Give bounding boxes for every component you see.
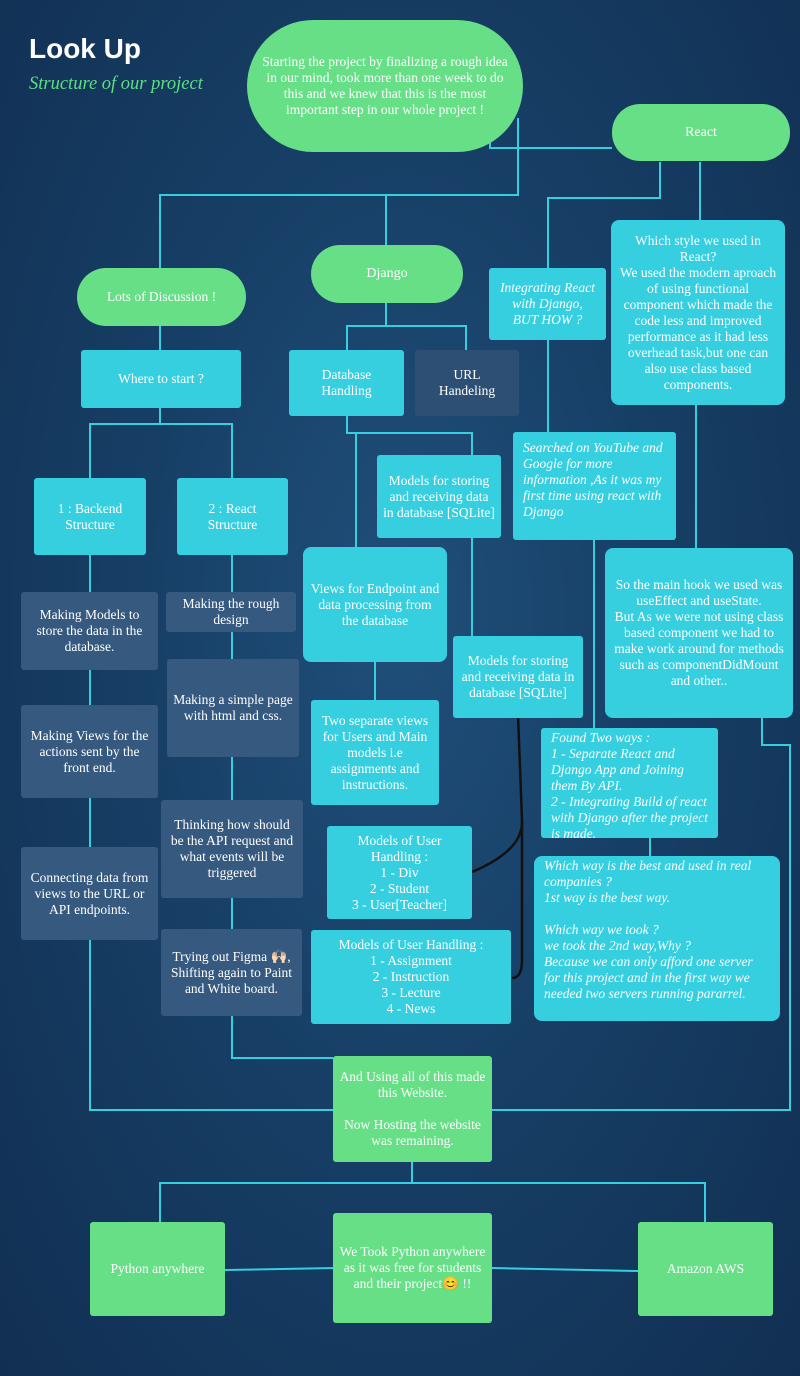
python-anywhere-node: Python anywhere bbox=[90, 1222, 225, 1316]
two-ways-node: Found Two ways : 1 - Separate React and … bbox=[541, 728, 718, 838]
using-all-node: And Using all of this made this Website.… bbox=[333, 1056, 492, 1162]
backend-structure-node: 1 : Backend Structure bbox=[34, 478, 146, 555]
making-views-node: Making Views for the actions sent by the… bbox=[21, 705, 158, 798]
amazon-aws-node: Amazon AWS bbox=[638, 1222, 773, 1316]
react-structure-node: 2 : React Structure bbox=[177, 478, 288, 555]
thinking-api-node: Thinking how should be the API request a… bbox=[161, 800, 303, 898]
where-to-start-node: Where to start ? bbox=[81, 350, 241, 408]
style-used-node: Which style we used in React? We used th… bbox=[611, 220, 785, 405]
models-sqlite-node-2: Models for storing and receiving data in… bbox=[453, 636, 583, 718]
page-title: Look Up bbox=[29, 33, 141, 64]
two-separate-views-node: Two separate views for Users and Main mo… bbox=[311, 700, 439, 805]
best-way-node: Which way is the best and used in real c… bbox=[534, 856, 780, 1021]
rough-design-node: Making the rough design bbox=[166, 592, 296, 632]
start-node: Starting the project by finalizing a rou… bbox=[247, 20, 523, 152]
integrating-react-node: Integrating React with Django, BUT HOW ? bbox=[489, 268, 606, 340]
models-sqlite-node-1: Models for storing and receiving data in… bbox=[377, 455, 501, 538]
took-python-node: We Took Python anywhere as it was free f… bbox=[333, 1213, 492, 1323]
django-node: Django bbox=[311, 245, 463, 303]
views-endpoint-node: Views for Endpoint and data processing f… bbox=[303, 547, 447, 662]
simple-page-node: Making a simple page with html and css. bbox=[167, 659, 299, 757]
database-handling-node: Database Handling bbox=[289, 350, 404, 416]
making-models-node: Making Models to store the data in the d… bbox=[21, 592, 158, 670]
models-user-handling-node-1: Models of User Handling : 1 - Div 2 - St… bbox=[327, 826, 472, 919]
figma-node: Trying out Figma 🙌🏻, Shifting again to P… bbox=[161, 929, 302, 1016]
models-user-handling-node-2: Models of User Handling : 1 - Assignment… bbox=[311, 930, 511, 1024]
main-hook-node: So the main hook we used was useEffect a… bbox=[605, 548, 793, 718]
discussion-node: Lots of Discussion ! bbox=[77, 268, 246, 326]
react-node: React bbox=[612, 104, 790, 161]
page-subtitle: Structure of our project bbox=[29, 74, 203, 94]
connecting-data-node: Connecting data from views to the URL or… bbox=[21, 847, 158, 940]
url-handeling-node: URL Handeling bbox=[415, 350, 519, 416]
searched-youtube-node: Searched on YouTube and Google for more … bbox=[513, 432, 676, 540]
